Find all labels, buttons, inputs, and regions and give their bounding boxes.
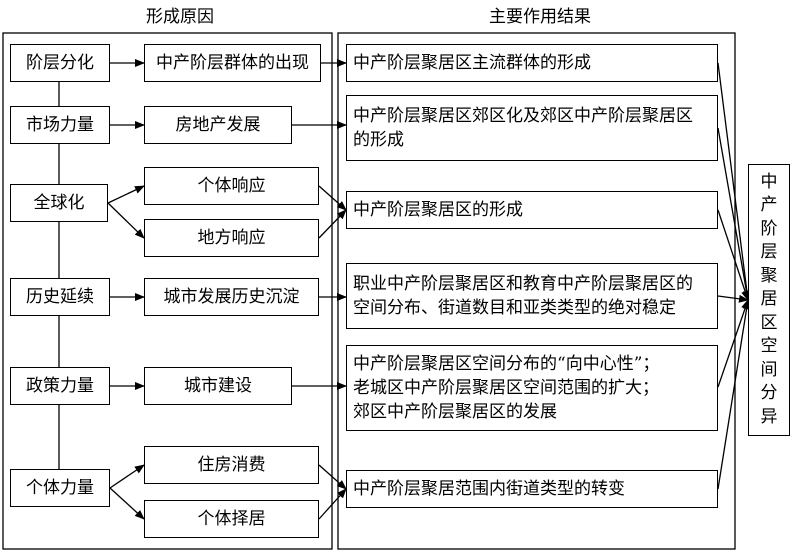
mechanism-local-response: 地方响应 — [144, 219, 319, 257]
outcome-char: 分 — [760, 383, 778, 404]
outcome-spatial-differentiation: 中 产 阶 层 聚 居 区 空 间 分 异 — [748, 164, 790, 436]
result-text-line: 空间分布、街道数目和亚类类型的绝对稳定 — [353, 298, 676, 318]
header-causes: 形成原因 — [146, 7, 214, 27]
result-text-line: 中产阶层聚居区主流群体的形成 — [353, 53, 591, 73]
outcome-char: 间 — [760, 359, 778, 380]
outcome-char: 空 — [760, 336, 778, 357]
outcome-char: 居 — [760, 289, 778, 310]
result-suburbanization: 中产阶层聚居区郊区化及郊区中产阶层聚居区 的形成 — [346, 95, 718, 161]
result-text-line: 中产阶层聚居区的形成 — [353, 200, 523, 220]
result-stability: 职业中产阶层聚居区和教育中产阶层聚居区的 空间分布、街道数目和亚类类型的绝对稳定 — [346, 263, 718, 329]
outcome-char: 中 — [760, 171, 778, 192]
result-street-type-change: 中产阶层聚居范围内街道类型的转变 — [346, 470, 718, 508]
left-panel-frame — [2, 32, 333, 550]
mechanism-middle-class-emergence: 中产阶层群体的出现 — [144, 44, 321, 82]
outcome-char: 聚 — [760, 265, 778, 286]
result-text-line: 职业中产阶层聚居区和教育中产阶层聚居区的 — [353, 274, 693, 294]
outcome-char: 产 — [760, 195, 778, 216]
cause-market: 市场力量 — [10, 106, 110, 144]
outcome-char: 层 — [760, 242, 778, 263]
result-formation: 中产阶层聚居区的形成 — [346, 191, 718, 229]
cause-stratification: 阶层分化 — [10, 44, 110, 82]
mechanism-housing-consumption: 住房消费 — [144, 446, 319, 484]
result-text-line: 中产阶层聚居区郊区化及郊区中产阶层聚居区 — [353, 106, 693, 126]
result-text-line: 郊区中产阶层聚居区的发展 — [353, 402, 557, 422]
cause-individual: 个体力量 — [10, 469, 110, 507]
result-mainstream-group: 中产阶层聚居区主流群体的形成 — [346, 44, 718, 82]
mechanism-urban-history: 城市发展历史沉淀 — [144, 278, 319, 316]
mechanism-urban-construction: 城市建设 — [144, 367, 292, 405]
result-spatial-change: 中产阶层聚居区空间分布的“向中心性”； 老城区中产阶层聚居区空间范围的扩大； 郊… — [346, 345, 718, 431]
cause-policy: 政策力量 — [10, 367, 110, 405]
result-text-line: 老城区中产阶层聚居区空间范围的扩大； — [353, 378, 659, 398]
cause-history: 历史延续 — [10, 278, 110, 316]
right-panel-frame — [337, 32, 736, 550]
result-text-line: 的形成 — [353, 130, 404, 150]
mechanism-real-estate: 房地产发展 — [144, 106, 292, 144]
mechanism-individual-response: 个体响应 — [144, 167, 319, 205]
result-text-line: 中产阶层聚居范围内街道类型的转变 — [353, 479, 625, 499]
result-text-line: 中产阶层聚居区空间分布的“向中心性”； — [353, 354, 660, 374]
outcome-char: 区 — [760, 312, 778, 333]
cause-globalization: 全球化 — [10, 184, 108, 222]
header-results: 主要作用结果 — [489, 7, 591, 27]
outcome-char: 异 — [760, 406, 778, 427]
mechanism-residential-choice: 个体择居 — [144, 500, 319, 538]
outcome-char: 阶 — [760, 218, 778, 239]
